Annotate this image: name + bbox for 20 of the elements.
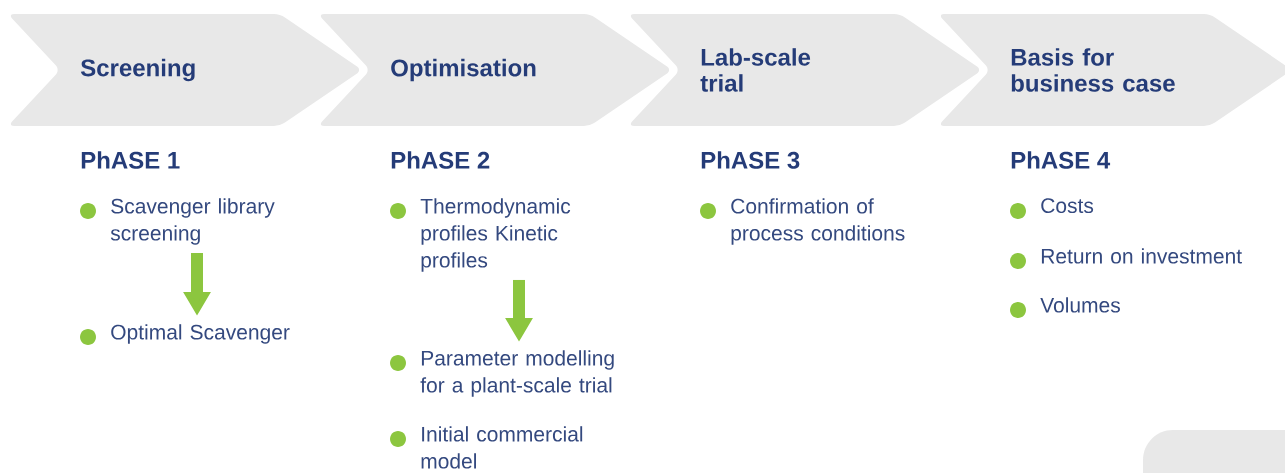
phase-heading: PhASE 1 [81,151,180,169]
node-label: Optimisation [391,58,536,82]
node-label: Screening [80,58,195,82]
list-item: Volumes [1040,297,1120,313]
list-item: Initial commercial model [421,426,583,469]
chevron-band: Lab-scale trial [630,14,980,126]
list-item: Return on investment [1041,248,1242,264]
list-item: Thermodynamic profiles Kinetic profiles [420,198,571,272]
chevron-band: Screening [10,14,360,126]
list-item: Scavenger library screening [110,198,275,245]
list-item: Parameter modelling for a plant-scale trial [420,350,614,397]
list-item: Confirmation of process conditions [731,198,905,245]
phase-heading: PhASE 3 [701,151,800,169]
list-item: Costs [1041,198,1094,214]
node-label: Lab-scale trial [700,48,811,92]
phase-heading: PhASE 4 [1011,151,1111,169]
chevron-band: Basis for business case [940,14,1285,126]
phase-heading: PhASE 2 [391,151,490,169]
chevron-band: Optimisation [320,14,670,126]
list-item: Optimal Scavenger [111,324,290,344]
